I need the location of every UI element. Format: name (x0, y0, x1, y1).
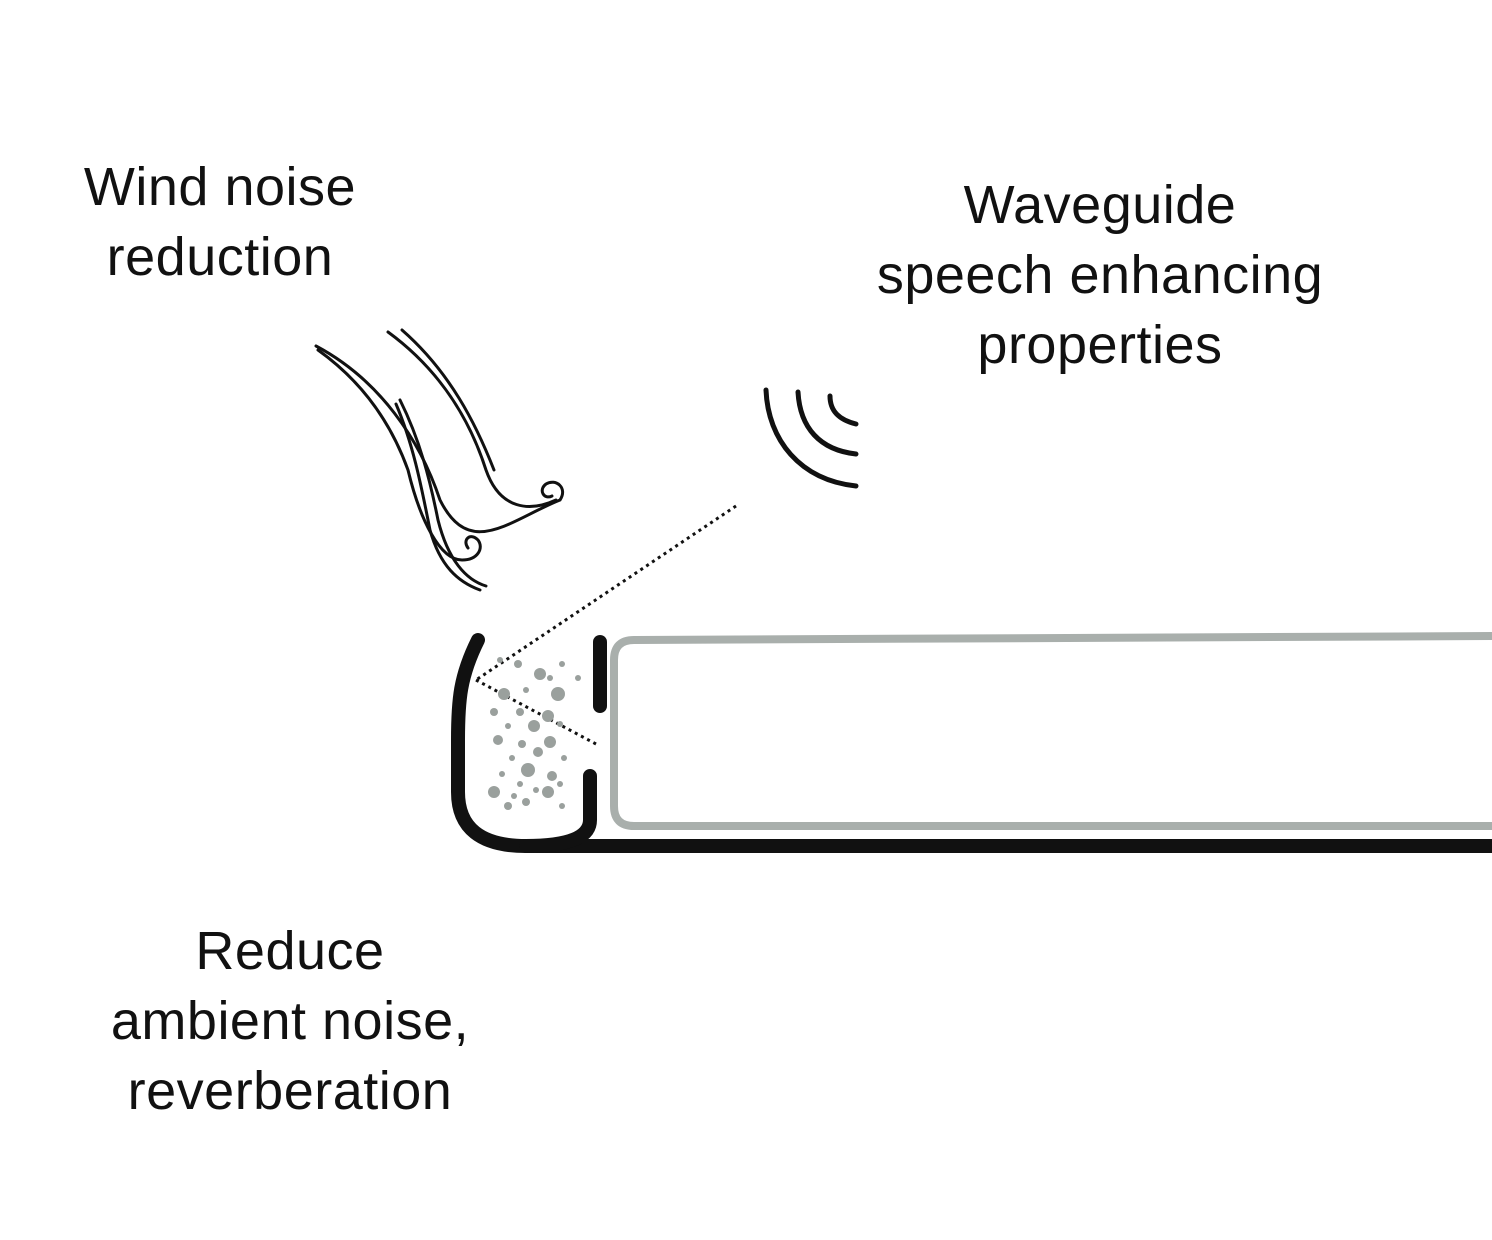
ambient-noise-label: Reduce ambient noise, reverberation (70, 916, 510, 1126)
waveguide-label-line-2: speech enhancing (876, 245, 1324, 305)
housing-outline (610, 632, 1492, 830)
ambient-label-line-1: Reduce (195, 921, 385, 981)
wind-gust-icon (314, 328, 565, 592)
ambient-label-line-3: reverberation (127, 1061, 453, 1121)
sound-waves-icon (763, 387, 859, 489)
waveguide-bracket (451, 633, 1492, 853)
ambient-label-line-2: ambient noise, (110, 991, 470, 1051)
waveguide-path-lines (475, 504, 737, 746)
waveguide-label: Waveguide speech enhancing properties (840, 170, 1360, 380)
foam-dots-icon (488, 657, 581, 810)
wind-label-line-1: Wind noise (83, 157, 357, 217)
waveguide-label-line-1: Waveguide (963, 175, 1237, 235)
wind-noise-label: Wind noise reduction (60, 152, 380, 292)
wind-label-line-2: reduction (106, 227, 334, 287)
waveguide-label-line-3: properties (977, 315, 1223, 375)
